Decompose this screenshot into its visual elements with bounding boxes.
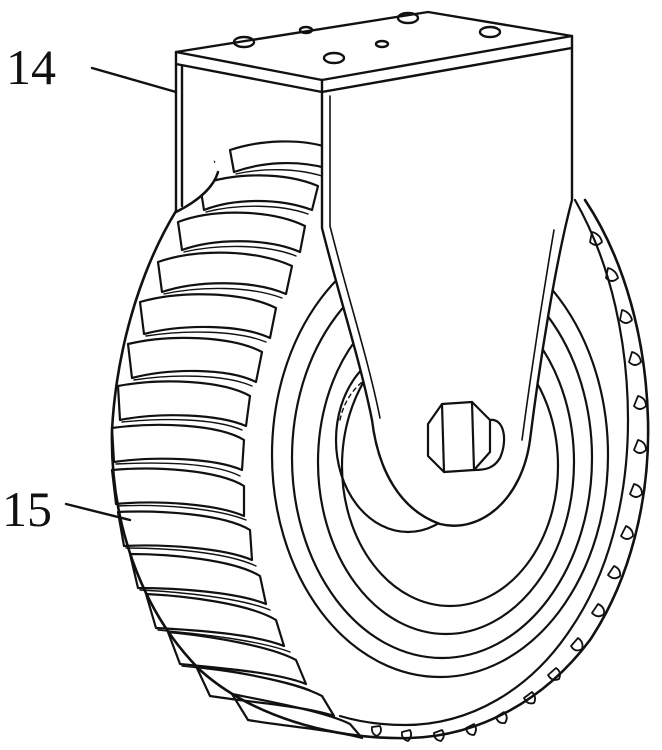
tread-notches — [370, 231, 647, 742]
mounting-bracket — [174, 10, 574, 527]
leader-line-14 — [90, 66, 178, 94]
tread-pattern — [110, 140, 364, 740]
leader-line-15 — [64, 502, 132, 522]
axle-bolt — [426, 400, 506, 474]
tire — [110, 160, 650, 740]
reference-label-14: 14 — [6, 39, 56, 95]
reference-label-15: 15 — [2, 481, 52, 537]
